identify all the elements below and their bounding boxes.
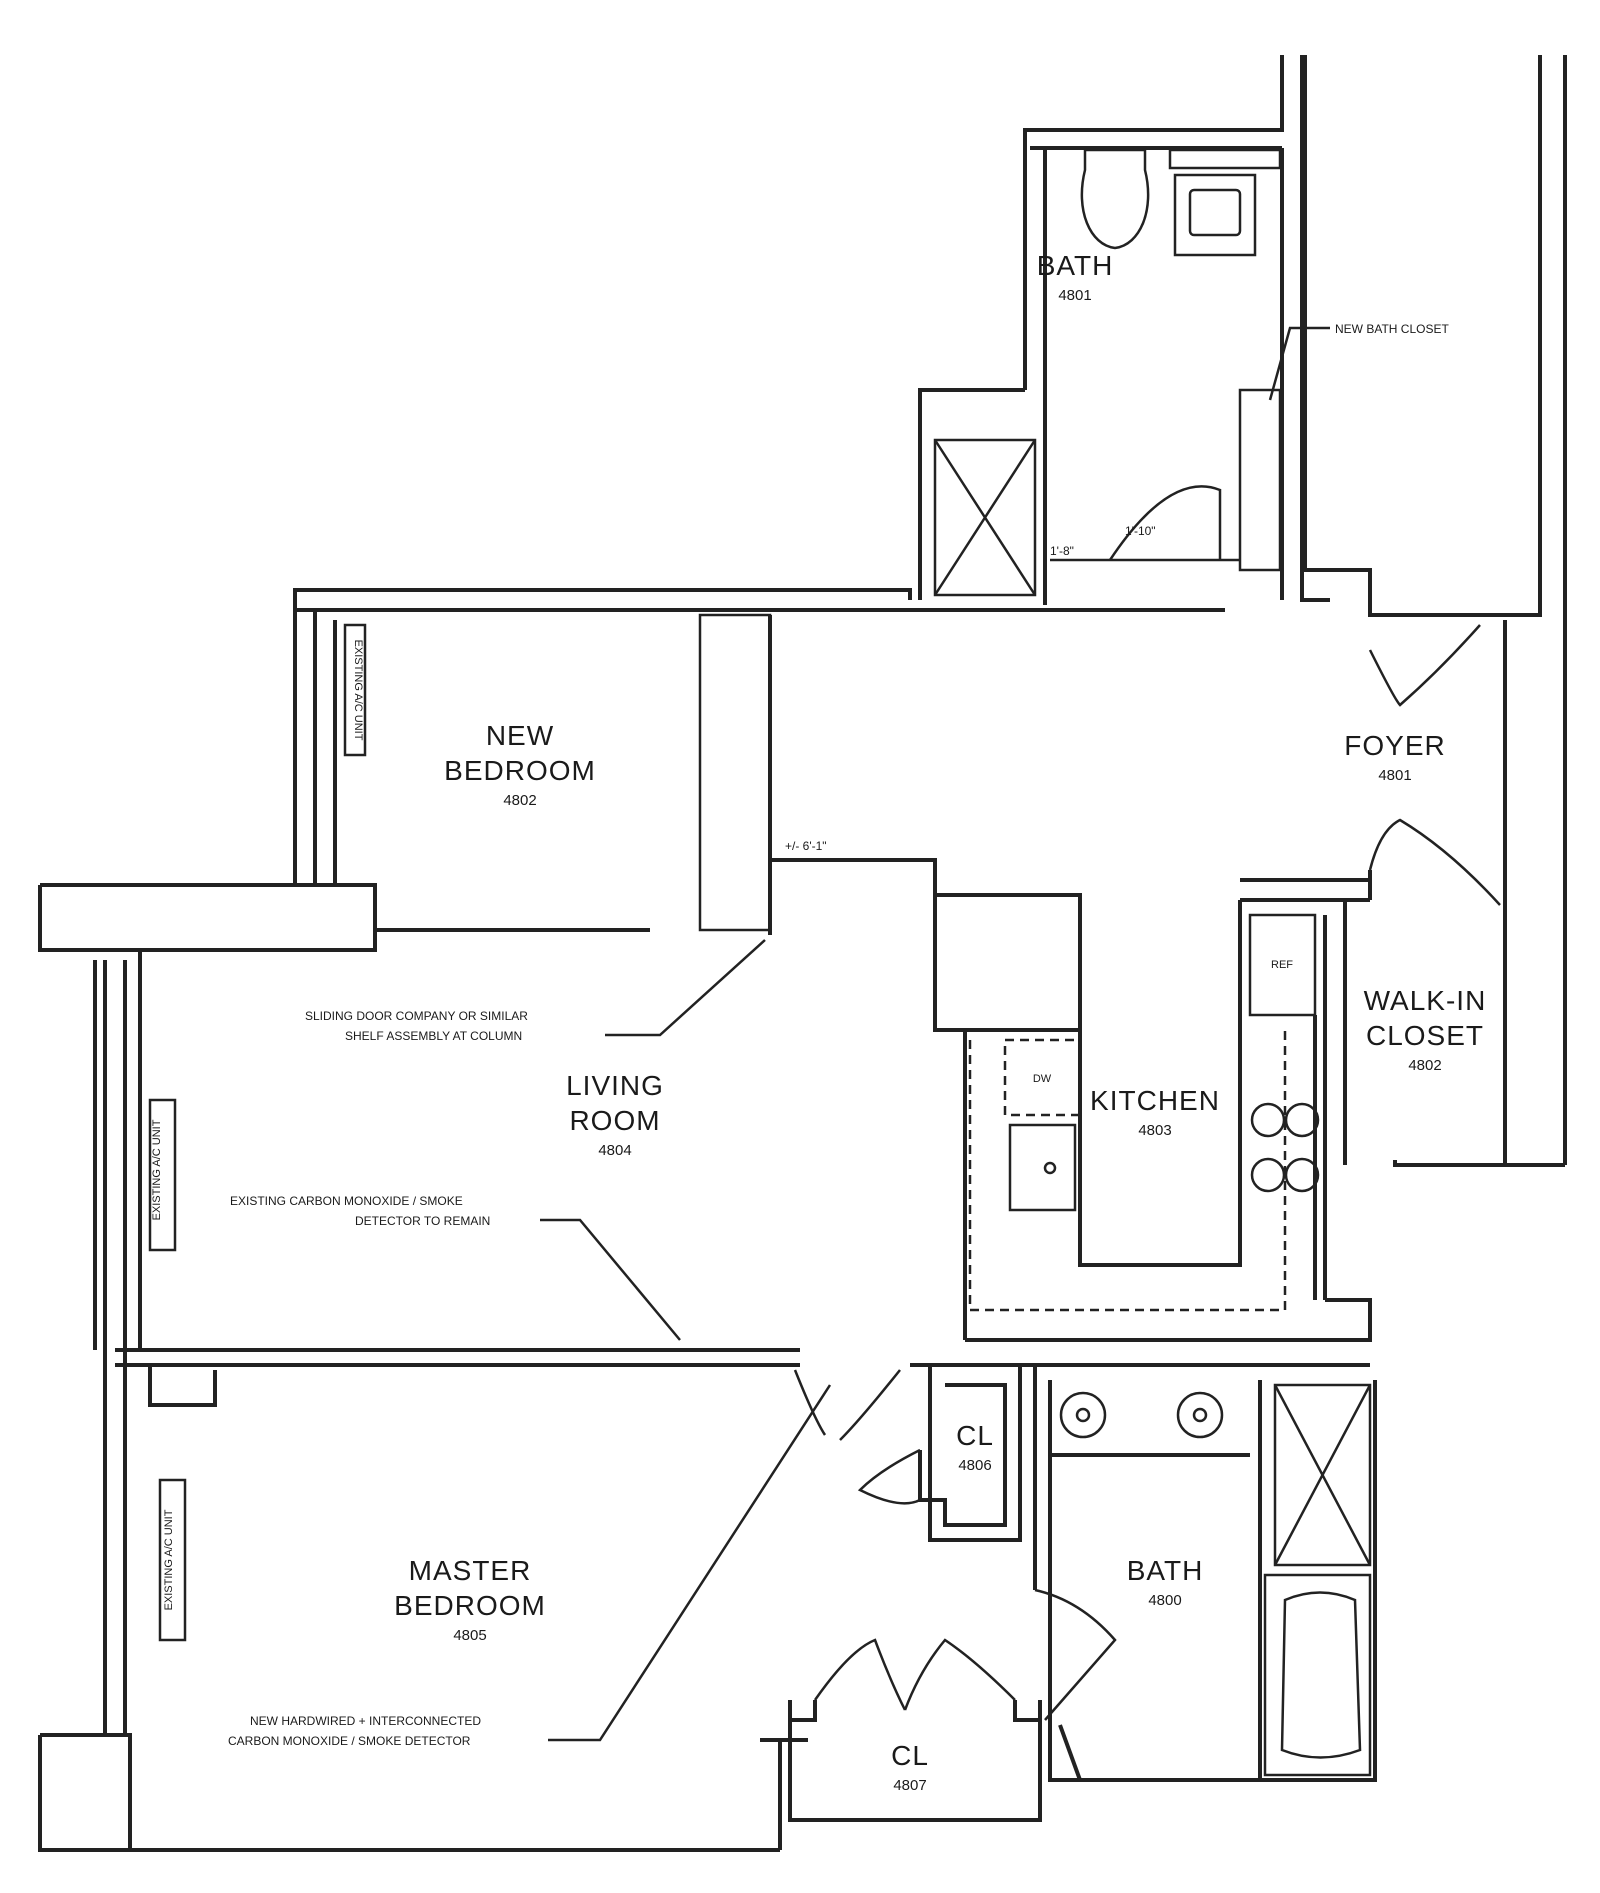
sink-icon [1173,173,1257,257]
walls [38,55,1567,1852]
room-name: CL [956,1420,994,1451]
toilet-icon [1080,148,1150,250]
note-new-detector: CARBON MONOXIDE / SMOKE DETECTOR [228,1734,471,1748]
room-name: BEDROOM [394,1590,546,1621]
dimension-label: 1'-8" [1050,544,1074,558]
room-name: ROOM [569,1105,660,1136]
room-name: LIVING [566,1070,664,1101]
room-number: 4801 [1378,767,1411,784]
ac-label: EXISTING A/C UNIT [163,1509,175,1610]
sink-icon [1059,1391,1107,1439]
note-detector: EXISTING CARBON MONOXIDE / SMOKE [230,1194,463,1208]
note-bath-closet: NEW BATH CLOSET [1335,322,1449,336]
appliance-label: DW [1033,1073,1052,1085]
room-name: BATH [1037,250,1114,281]
room-name: FOYER [1344,730,1445,761]
room-name: NEW [486,720,554,751]
appliance-label: REF [1271,959,1293,971]
room-number: 4800 [1148,1592,1181,1609]
room-name: CL [891,1740,929,1771]
room-number: 4802 [503,792,536,809]
room-number: 4807 [893,1777,926,1794]
room-name: BEDROOM [444,755,596,786]
door-swings [793,485,1501,1721]
room-name: KITCHEN [1090,1085,1220,1116]
note-sliding-door: SHELF ASSEMBLY AT COLUMN [345,1029,522,1043]
room-number: 4803 [1138,1122,1171,1139]
shower-icon [1273,1383,1372,1567]
room-number: 4802 [1408,1057,1441,1074]
room-name: CLOSET [1366,1020,1484,1051]
note-new-detector: NEW HARDWIRED + INTERCONNECTED [250,1714,481,1728]
bathtub-icon [1263,1573,1372,1777]
kitchen-sink-icon [1008,1123,1077,1212]
annotations: NEW BATH CLOSET SLIDING DOOR COMPANY OR … [151,322,1449,1748]
ac-label: EXISTING A/C UNIT [151,1119,163,1220]
room-name: MASTER [409,1555,532,1586]
room-labels: BATH 4801 NEW BEDROOM 4802 FOYER 4801 LI… [394,250,1487,1794]
shower-icon [933,438,1037,597]
dimension-label: 1'-10" [1125,524,1156,538]
range-icon [1250,1102,1320,1193]
ac-label: EXISTING A/C UNIT [352,640,364,741]
room-number: 4804 [598,1142,631,1159]
dimension-label: +/- 6'-1" [785,839,827,853]
note-detector: DETECTOR TO REMAIN [355,1214,490,1228]
room-number: 4801 [1058,287,1091,304]
room-number: 4806 [958,1457,991,1474]
sink-icon [1176,1391,1224,1439]
room-number: 4805 [453,1627,486,1644]
note-sliding-door: SLIDING DOOR COMPANY OR SIMILAR [305,1009,528,1023]
fixtures [148,148,1372,1777]
room-name: WALK-IN [1364,985,1487,1016]
room-name: BATH [1127,1555,1204,1586]
